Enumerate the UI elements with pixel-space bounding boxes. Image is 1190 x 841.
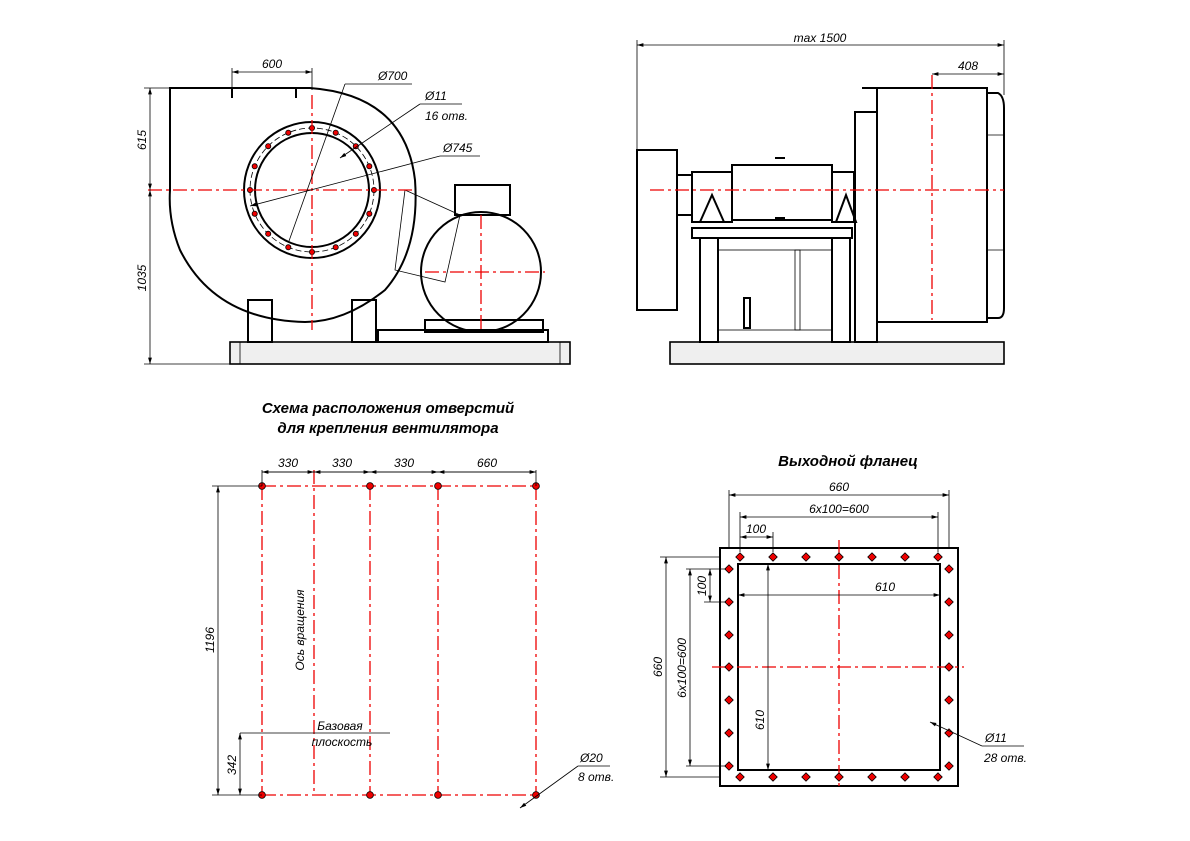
- dim-330-b: 330: [332, 456, 352, 470]
- fan-side-view: max 1500 408: [636, 31, 1005, 365]
- dim-660-top: 660: [829, 480, 849, 494]
- dim-610-v: 610: [753, 710, 767, 730]
- dim-6x100-left: 6x100=600: [675, 638, 689, 698]
- volute-housing: [168, 87, 417, 324]
- dim-100-left: 100: [695, 576, 709, 596]
- dim-100-top: 100: [746, 522, 766, 536]
- base-plane-label-1: Базовая: [317, 719, 363, 733]
- mounting-title-2: для крепления вентилятора: [277, 420, 498, 437]
- fan-front-view: 600 615 1035 Ø700 Ø11 16 отв. Ø745: [135, 57, 571, 365]
- dim-d700: Ø700: [377, 69, 408, 83]
- dim-max1500: max 1500: [794, 31, 847, 45]
- dim-6x100-top: 6x100=600: [809, 502, 869, 516]
- flange-holes: [724, 552, 954, 782]
- axis-of-rotation-label: Ось вращения: [293, 589, 307, 671]
- dim-1196: 1196: [203, 627, 217, 653]
- holes-28: 28 отв.: [983, 751, 1027, 765]
- outlet-flange: Выходной фланец: [651, 453, 1027, 790]
- dim-d11: Ø11: [424, 89, 447, 103]
- dim-d745: Ø745: [442, 141, 473, 155]
- mounting-title-1: Схема расположения отверстий: [262, 400, 514, 417]
- motor: [420, 211, 542, 333]
- mounting-layout: Схема расположения отверстий для креплен…: [203, 400, 614, 809]
- dim-610-h: 610: [875, 580, 895, 594]
- dim-342: 342: [225, 755, 239, 775]
- dim-330-c: 330: [394, 456, 414, 470]
- dim-660-left: 660: [651, 657, 665, 677]
- base-plate: [229, 341, 571, 365]
- holes-8: 8 отв.: [578, 770, 614, 784]
- flange-title: Выходной фланец: [778, 453, 918, 470]
- side-base-plate: [669, 341, 1005, 365]
- dim-d11-flange: Ø11: [984, 731, 1007, 745]
- dim-1035: 1035: [135, 264, 149, 291]
- dim-600: 600: [262, 57, 282, 71]
- dim-615: 615: [135, 130, 149, 150]
- holes-16: 16 отв.: [425, 109, 468, 123]
- dim-d20: Ø20: [579, 751, 603, 765]
- dim-408: 408: [958, 59, 978, 73]
- base-plane-label-2: плоскость: [312, 735, 373, 749]
- dim-660-mount: 660: [477, 456, 497, 470]
- dim-330-a: 330: [278, 456, 298, 470]
